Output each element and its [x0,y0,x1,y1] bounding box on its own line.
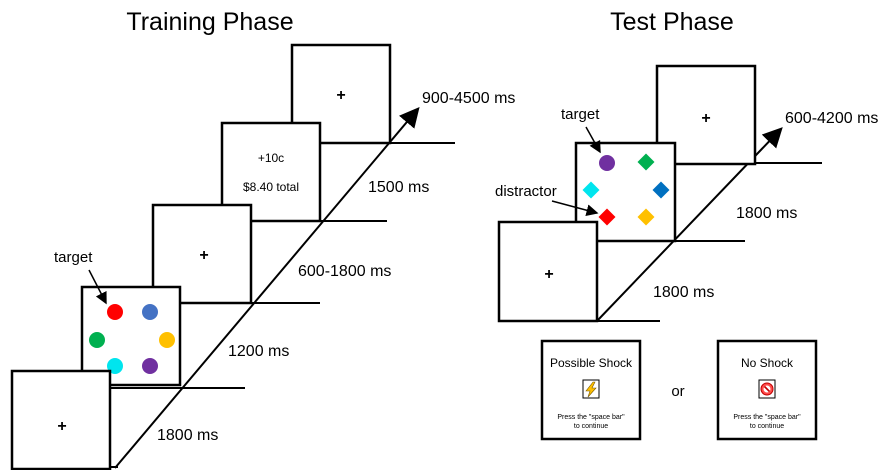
training-timing: 900-4500 ms [422,90,515,107]
purple-circle [142,358,158,374]
training-timing: 1500 ms [368,179,429,196]
blue-circle [142,304,158,320]
cyan-diamond [582,181,600,199]
training-timing: 1800 ms [157,427,218,444]
feedback-total: $8.40 total [243,180,299,194]
test-phase-title: Test Phase [610,8,734,36]
training-blank-fixation: + [199,247,208,264]
distractor-pointer [551,200,599,217]
test-fixation-cross: + [544,266,553,283]
test-timing: 600-4200 ms [785,110,878,127]
blue-diamond [652,181,670,199]
training-iti-fixation: + [336,87,345,104]
distractor-label: distractor [495,183,557,200]
purple-circle-target [599,155,615,171]
test-target-pointer [585,126,601,154]
feedback-reward: +10c [258,151,284,165]
no-shock-instruction-line1: Press the "space bar" [733,414,801,421]
lightning-bolt-icon [582,379,600,399]
red-circle-target [107,304,123,320]
test-timing: 1800 ms [736,205,797,222]
yellow-diamond [637,208,655,226]
training-fixation-cross: + [57,418,66,435]
shock-instruction-line2: to continue [574,423,608,430]
no-shock-instruction-line2: to continue [750,423,784,430]
test-iti-fixation: + [701,110,710,127]
green-diamond [637,153,655,171]
no-symbol-icon [758,379,776,399]
test-iti-frame [655,64,757,166]
possible-shock-title: Possible Shock [550,356,633,370]
test-fixation-frame [497,220,599,323]
test-timing: 1800 ms [653,284,714,301]
training-timing: 1200 ms [228,343,289,360]
training-phase-title: Training Phase [126,8,293,36]
training-timing: 600-1800 ms [298,263,391,280]
or-label: or [671,383,684,400]
training-fixation-frame [10,369,112,470]
green-circle [89,332,105,348]
no-shock-title: No Shock [741,356,794,370]
test-target-label: target [561,106,600,123]
shock-instruction-line1: Press the "space bar" [557,414,625,421]
training-target-pointer [88,269,107,305]
red-diamond-distractor [598,208,616,226]
training-target-label: target [54,249,93,266]
training-time-arrow [114,106,420,469]
yellow-circle [159,332,175,348]
